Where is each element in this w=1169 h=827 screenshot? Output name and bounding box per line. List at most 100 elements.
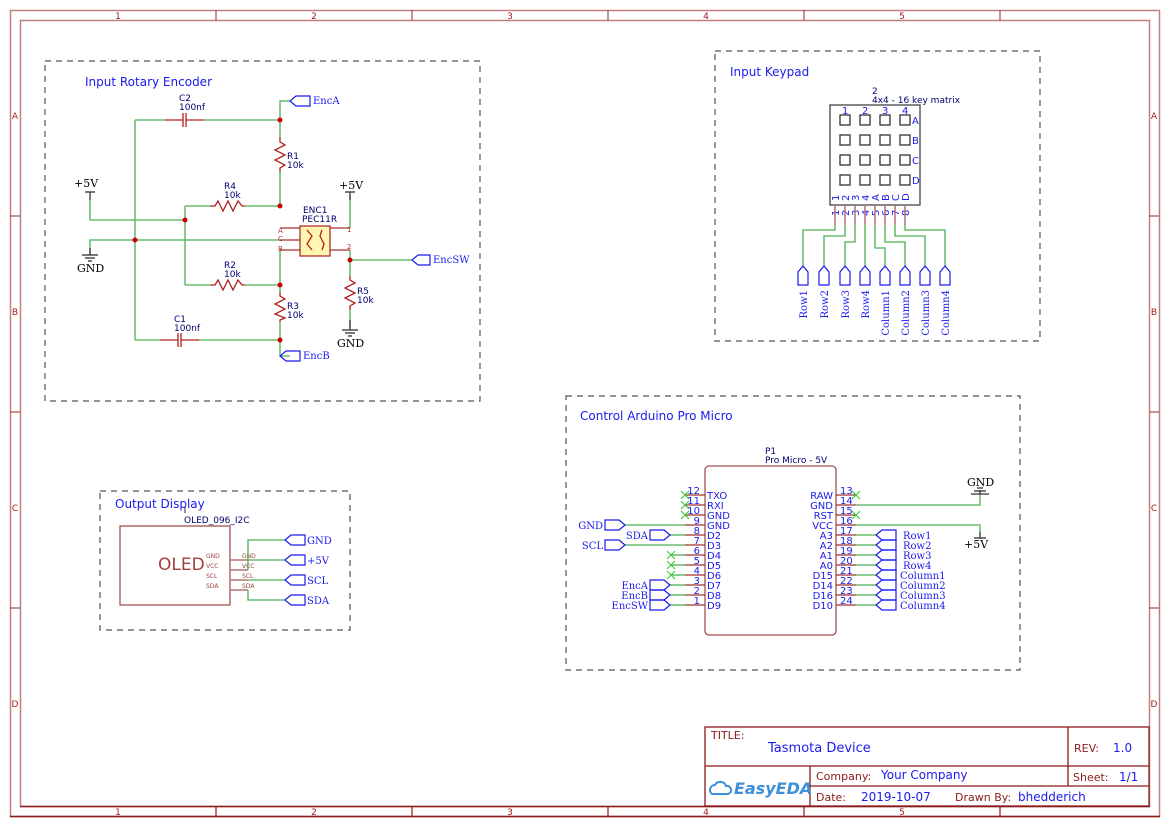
net-label-text: +5V: [307, 556, 330, 567]
net-flag: [875, 599, 897, 611]
keypad-key: [839, 114, 851, 126]
net-label-oled-1[interactable]: +5V: [284, 554, 330, 567]
row-label: D: [12, 700, 19, 710]
arduino-pin-1[interactable]: 1 D9 EncSW: [612, 596, 722, 612]
c1-ref: C1: [174, 315, 186, 325]
pin-number: 7: [694, 536, 700, 547]
net-label-encsw[interactable]: EncSW: [411, 254, 470, 266]
keypad-key: [839, 134, 851, 146]
row-label: C: [1151, 504, 1157, 514]
power-label: +5V: [339, 179, 364, 192]
net-label-enca[interactable]: EncA: [289, 95, 340, 107]
keypad-col-label: 3: [882, 106, 888, 117]
net-label-text: Row4: [861, 290, 872, 318]
net-label-oled-3[interactable]: SDA: [284, 594, 330, 607]
keypad-key: [859, 134, 871, 146]
keypad-pin-number: 2: [841, 210, 852, 216]
pin-number: 19: [840, 546, 853, 557]
keypad-pin-number: 8: [901, 210, 912, 216]
section-rotary-encoder[interactable]: Input Rotary Encoder: [44, 60, 481, 402]
enc-pin-b: B: [278, 245, 283, 253]
pin-number: 13: [840, 486, 853, 497]
net-label-text: GND: [578, 521, 603, 532]
keypad-row-label: C: [912, 156, 919, 167]
oled-pin-inner: SCL: [206, 573, 218, 580]
pin-number: 1: [694, 596, 700, 607]
net-label-row1[interactable]: Row1: [797, 265, 810, 318]
net-label-row3[interactable]: Row3: [839, 265, 852, 318]
pin-name: A1: [820, 551, 833, 562]
enc-part: PEC11R: [302, 215, 337, 225]
keypad-pin-number: 1: [831, 210, 842, 216]
r5-value: 10k: [357, 296, 374, 306]
net-label-text: Column4: [900, 601, 946, 612]
oled-label: OLED: [158, 555, 205, 575]
net-label-oled-2[interactable]: SCL: [284, 574, 329, 587]
pin-number: 22: [840, 576, 853, 587]
capacitor-c2[interactable]: C2 100nf: [165, 94, 206, 127]
net-label-column2[interactable]: Column2: [899, 265, 912, 336]
keypad-pin-number: 5: [871, 210, 882, 216]
net-label-column3[interactable]: Column3: [919, 265, 932, 336]
pin-number: 21: [840, 566, 853, 577]
net-flag: [649, 589, 671, 601]
net-label-oled-0[interactable]: GND: [284, 534, 332, 547]
net-label-encb[interactable]: EncB: [279, 350, 330, 362]
resistor-r4[interactable]: R4 10k: [210, 182, 245, 213]
net-label-text: EncSW: [612, 601, 649, 612]
section-arduino[interactable]: Control Arduino Pro Micro P1 Pro Micro -…: [565, 395, 1021, 671]
pin-number: 9: [694, 516, 700, 527]
net-label-text: EncA: [313, 96, 340, 107]
pin-number: 18: [840, 536, 853, 547]
oled-pin-inner: VCC: [206, 563, 218, 570]
keypad-part: 4x4 - 16 key matrix: [872, 96, 961, 106]
resistor-r2[interactable]: R2 10k: [210, 261, 245, 292]
net-label-column4[interactable]: Column4: [939, 265, 952, 336]
capacitor-c1[interactable]: C1 100nf: [160, 315, 201, 347]
net-label-text: EncB: [303, 351, 330, 362]
net-label-row2[interactable]: Row2: [818, 265, 831, 318]
net-label-row4[interactable]: Row4: [859, 265, 872, 318]
net-label-text: Row1: [799, 290, 810, 318]
pin-name: TXO: [706, 491, 727, 502]
keypad-pin-name: D: [901, 193, 912, 201]
net-label-column1[interactable]: Column1: [879, 265, 892, 336]
net-label-text: Row4: [903, 561, 931, 572]
encoder-enc1[interactable]: A C B 1 2 ENC1 PEC11R: [278, 206, 351, 257]
pin-number: 2: [694, 586, 700, 597]
resistor-r5[interactable]: R5 10k: [343, 276, 374, 310]
pin-name: D4: [707, 551, 721, 562]
pin-name: D7: [707, 581, 721, 592]
pin-name: D9: [707, 601, 721, 612]
keypad-row-label: B: [912, 136, 919, 147]
resistor-r3[interactable]: R3 10k: [273, 292, 304, 322]
resistor-r1[interactable]: R1 10k: [273, 137, 304, 172]
